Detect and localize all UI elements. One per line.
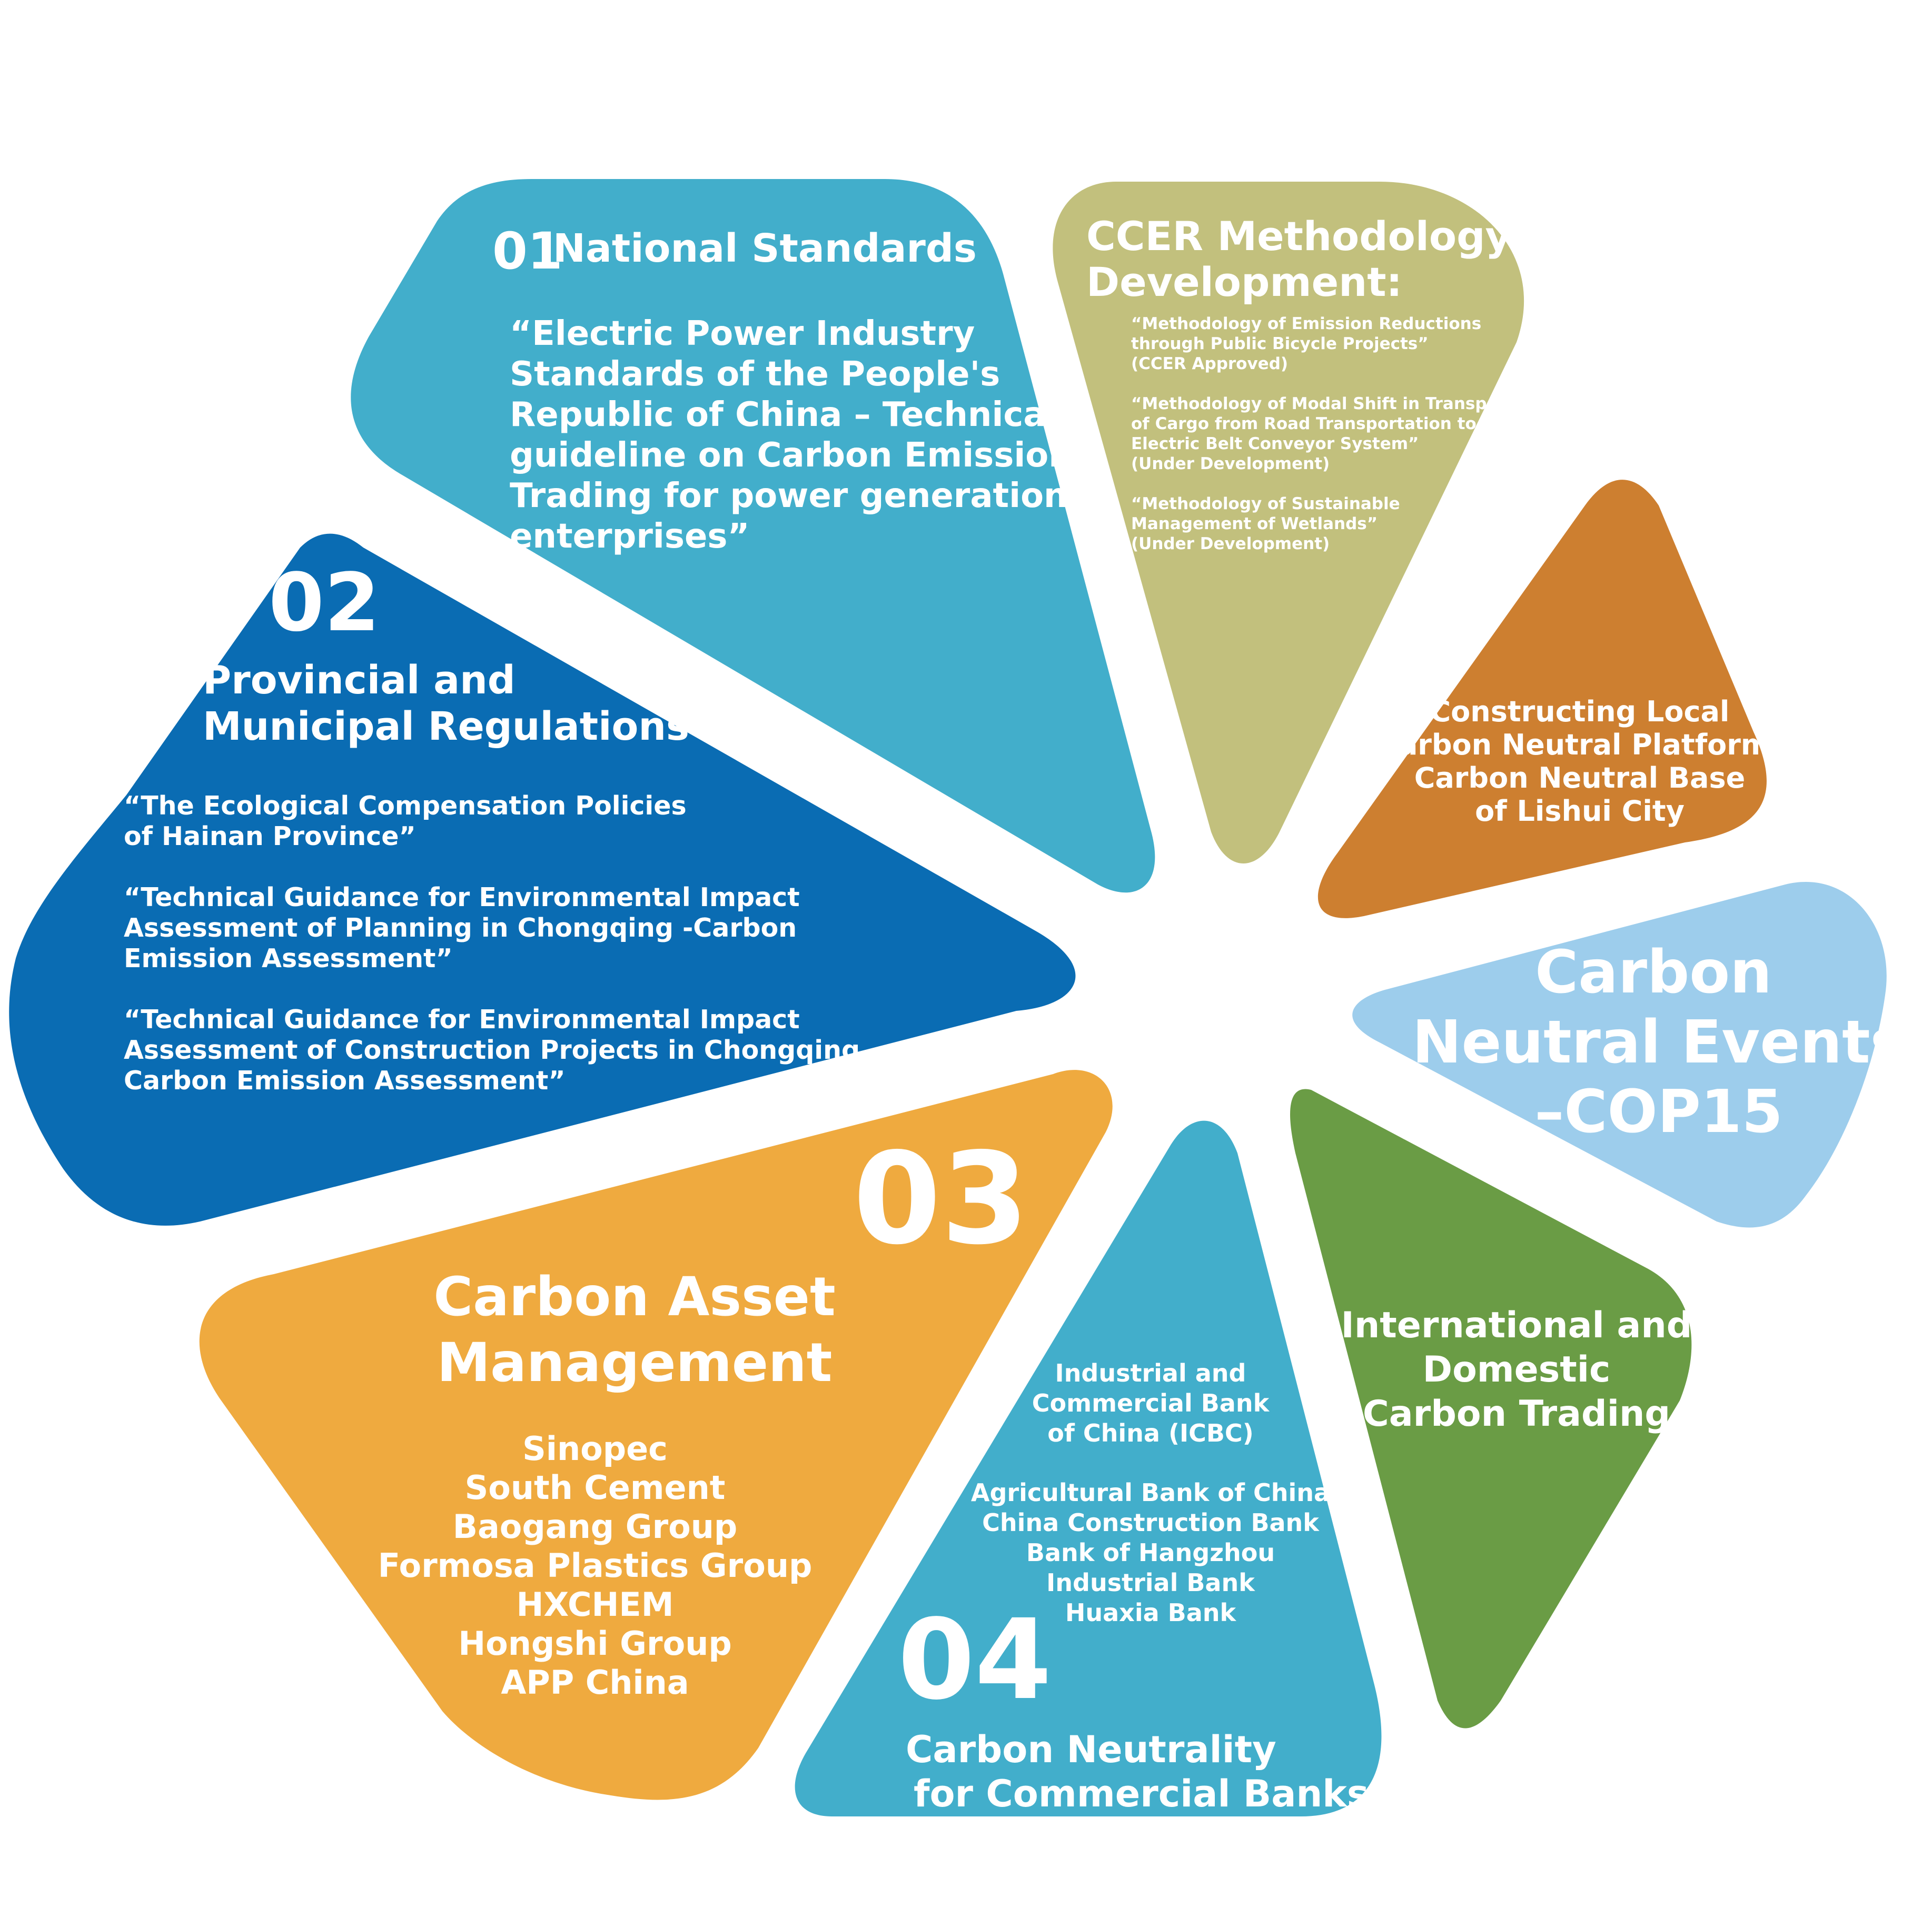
asset-number: 03 xyxy=(853,1125,1029,1273)
provincial-item-line: “The Ecological Compensation Policies xyxy=(124,791,687,821)
provincial-title-line: Provincial and xyxy=(203,658,516,703)
events-line: –COP15 xyxy=(1534,1078,1782,1146)
asset-company: Formosa Plastics Group xyxy=(378,1546,813,1585)
national-body-line: Trading for power generation xyxy=(510,476,1068,515)
asset-company: Sinopec xyxy=(522,1429,668,1468)
ccer-item-line: “Methodology of Sustainable xyxy=(1131,494,1400,513)
asset-title-line: Carbon Asset xyxy=(433,1266,836,1328)
provincial-item-line: “Technical Guidance for Environmental Im… xyxy=(124,1005,800,1035)
petal-carbon-asset-management: 03 Carbon Asset Management Sinopec South… xyxy=(199,1070,1113,1800)
local-line: Constructing Local xyxy=(1430,695,1730,728)
trading-line: International and xyxy=(1341,1305,1692,1346)
events-line: Carbon xyxy=(1535,938,1772,1007)
banks-line: Agricultural Bank of China xyxy=(971,1478,1330,1507)
asset-title-line: Management xyxy=(437,1332,833,1394)
ccer-item-line: (CCER Approved) xyxy=(1131,354,1288,373)
trading-line: Carbon Trading xyxy=(1363,1393,1670,1435)
ccer-item-line: (Under Development) xyxy=(1131,454,1330,473)
petal-carbon-trading-shape xyxy=(1290,1089,1692,1729)
national-body-line: “Electric Power Industry xyxy=(510,314,975,353)
banks-line: Commercial Bank xyxy=(1032,1389,1270,1417)
banks-line: Industrial Bank xyxy=(1046,1568,1255,1597)
banks-line: of China (ICBC) xyxy=(1047,1419,1253,1447)
petal-ccer-methodology-shape xyxy=(1053,182,1524,863)
ccer-item-line: of Cargo from Road Transportation to Ful… xyxy=(1131,414,1522,433)
petal-carbon-trading: International and Domestic Carbon Tradin… xyxy=(1290,1089,1692,1729)
provincial-item-line: “Technical Guidance for Environmental Im… xyxy=(124,882,800,912)
provincial-item-line: Emission Assessment” xyxy=(124,943,453,974)
national-body-line: Republic of China – Technical xyxy=(510,395,1057,434)
petal-local-platform-shape xyxy=(1317,480,1767,918)
ccer-item-line: “Methodology of Modal Shift in Transport… xyxy=(1131,394,1561,413)
asset-company: Hongshi Group xyxy=(458,1624,731,1663)
petal-carbon-neutral-events-shape xyxy=(1352,882,1887,1228)
banks-title-line: for Commercial Banks xyxy=(914,1772,1369,1815)
ccer-item-line: Management of Wetlands” xyxy=(1131,514,1378,533)
ccer-title-line: Development: xyxy=(1086,259,1402,305)
petal-provincial-regulations-shape xyxy=(9,533,1076,1226)
trading-line: Domestic xyxy=(1423,1349,1611,1390)
banks-line: Bank of Hangzhou xyxy=(1026,1538,1275,1567)
petal-national-standards-shape xyxy=(351,179,1155,893)
provincial-item-line: Assessment of Construction Projects in C… xyxy=(124,1035,879,1065)
petal-commercial-banks-shape xyxy=(795,1120,1382,1816)
national-body-line: Standards of the People's xyxy=(510,355,1000,394)
national-number: 01 xyxy=(492,222,563,281)
ccer-item-line: Electric Belt Conveyor System” xyxy=(1131,434,1419,453)
national-body-line: guideline on Carbon Emission xyxy=(510,436,1073,475)
national-body-line: enterprises” xyxy=(510,517,750,556)
provincial-title-line: Municipal Regulations xyxy=(203,704,689,749)
provincial-item-line: Assessment of Planning in Chongqing -Car… xyxy=(124,913,797,943)
provincial-item-line: of Hainan Province” xyxy=(124,821,416,851)
banks-title-line: Carbon Neutrality xyxy=(906,1728,1276,1771)
petal-carbon-neutral-events: Carbon Neutral Events –COP15 xyxy=(1352,882,1906,1228)
asset-company: South Cement xyxy=(465,1468,726,1507)
provincial-item-line: Carbon Emission Assessment” xyxy=(124,1066,566,1096)
asset-company: HXCHEM xyxy=(517,1585,674,1624)
banks-number: 04 xyxy=(898,1595,1052,1724)
events-line: Neutral Events xyxy=(1412,1008,1906,1077)
petal-carbon-asset-management-shape xyxy=(199,1070,1113,1800)
asset-company: Baogang Group xyxy=(453,1507,738,1546)
provincial-number: 02 xyxy=(269,556,380,649)
ccer-item-line: (Under Development) xyxy=(1131,534,1330,553)
national-title: National Standards xyxy=(553,226,977,271)
petal-ccer-methodology: CCER Methodology Development: “Methodolo… xyxy=(1053,182,1561,863)
ccer-item-line: “Methodology of Emission Reductions xyxy=(1131,314,1481,333)
local-line: of Lishui City xyxy=(1475,794,1685,828)
petal-provincial-regulations: 02 Provincial and Municipal Regulations … xyxy=(9,533,1076,1226)
local-line: Carbon Neutral Base xyxy=(1414,761,1746,794)
asset-company: APP China xyxy=(501,1663,689,1702)
petal-national-standards: 01 National Standards “Electric Power In… xyxy=(351,179,1155,893)
banks-line: Industrial and xyxy=(1055,1359,1246,1387)
banks-line: Huaxia Bank xyxy=(1065,1598,1237,1627)
banks-line: China Construction Bank xyxy=(982,1508,1320,1537)
petal-commercial-banks: 04 Carbon Neutrality for Commercial Bank… xyxy=(795,1120,1382,1816)
ccer-item-line: through Public Bicycle Projects” xyxy=(1131,334,1429,353)
ccer-title-line: CCER Methodology xyxy=(1086,213,1511,260)
local-line: Carbon Neutral Platform: xyxy=(1378,728,1782,761)
petal-local-platform: Constructing Local Carbon Neutral Platfo… xyxy=(1317,480,1782,918)
